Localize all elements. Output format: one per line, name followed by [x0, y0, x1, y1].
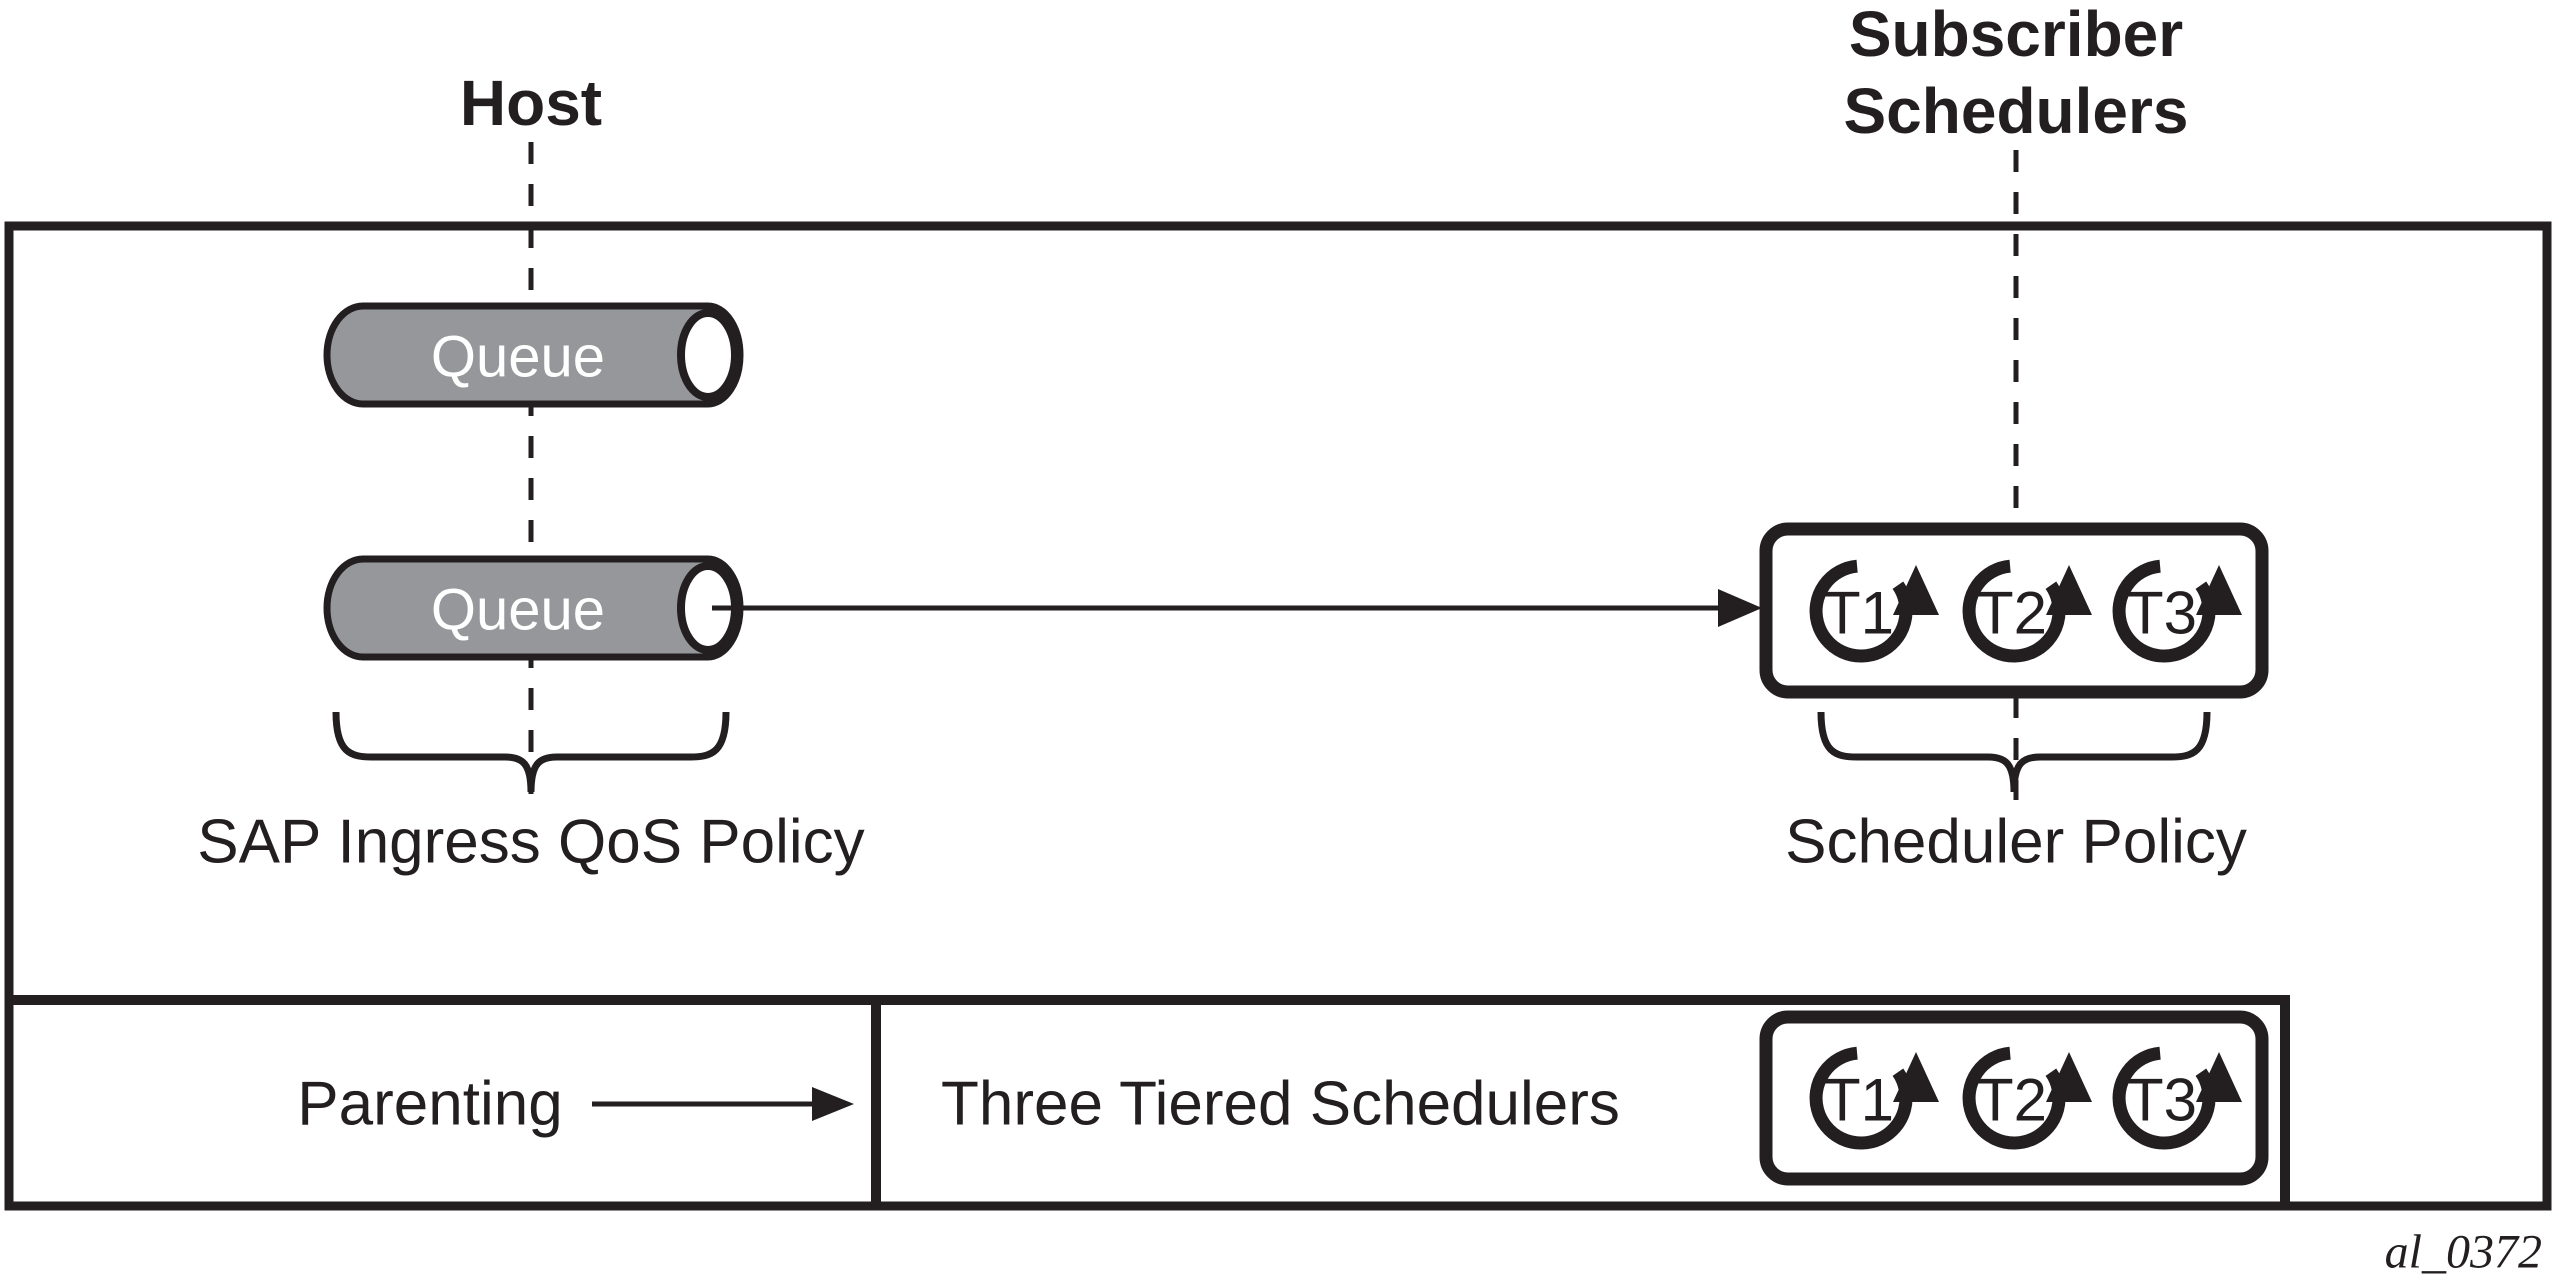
bottom-tier-t3-label: T3 — [2127, 1067, 2197, 1134]
queue-cylinder-2: Queue — [327, 559, 740, 657]
tier-scheduler-icon-t3: T3 — [2119, 565, 2242, 656]
subscriber-schedulers-title-line2: Schedulers — [1843, 75, 2188, 147]
parenting-label: Parenting — [297, 1070, 562, 1139]
sap-policy-brace — [332, 711, 730, 793]
outer-enclosure-box — [4, 221, 2552, 1211]
tier-scheduler-icon-t2: T2 — [1969, 565, 2092, 656]
tier-t1-label: T1 — [1824, 580, 1894, 647]
bottom-tier-scheduler-icon-t3: T3 — [2119, 1052, 2242, 1143]
tier-scheduler-icon-t1: T1 — [1816, 565, 1939, 656]
bottom-tier-scheduler-icon-t1: T1 — [1816, 1052, 1939, 1143]
queue-1-label: Queue — [431, 325, 605, 390]
scheduler-policy-brace — [1817, 711, 2211, 793]
bottom-tier-t1-label: T1 — [1824, 1067, 1894, 1134]
figure-id: al_0372 — [2385, 1226, 2542, 1279]
parenting-arrow — [592, 1087, 854, 1121]
sap-ingress-policy-label: SAP Ingress QoS Policy — [197, 808, 864, 877]
queue-cylinder-1: Queue — [327, 306, 740, 404]
bottom-tier-scheduler-icon-t2: T2 — [1969, 1052, 2092, 1143]
queue-to-scheduler-arrow — [712, 589, 1762, 627]
subscriber-schedulers-title-line1: Subscriber — [1849, 0, 2183, 70]
scheduler-policy-label: Scheduler Policy — [1785, 808, 2247, 877]
bottom-tier-t2-label: T2 — [1977, 1067, 2047, 1134]
three-tiered-schedulers-label: Three Tiered Schedulers — [941, 1070, 1620, 1139]
host-title: Host — [460, 67, 602, 139]
queue-2-label: Queue — [431, 578, 605, 643]
arrow-head-icon — [1718, 589, 1762, 627]
arrow-head-icon — [812, 1087, 854, 1121]
tier-t3-label: T3 — [2127, 580, 2197, 647]
tier-t2-label: T2 — [1977, 580, 2047, 647]
